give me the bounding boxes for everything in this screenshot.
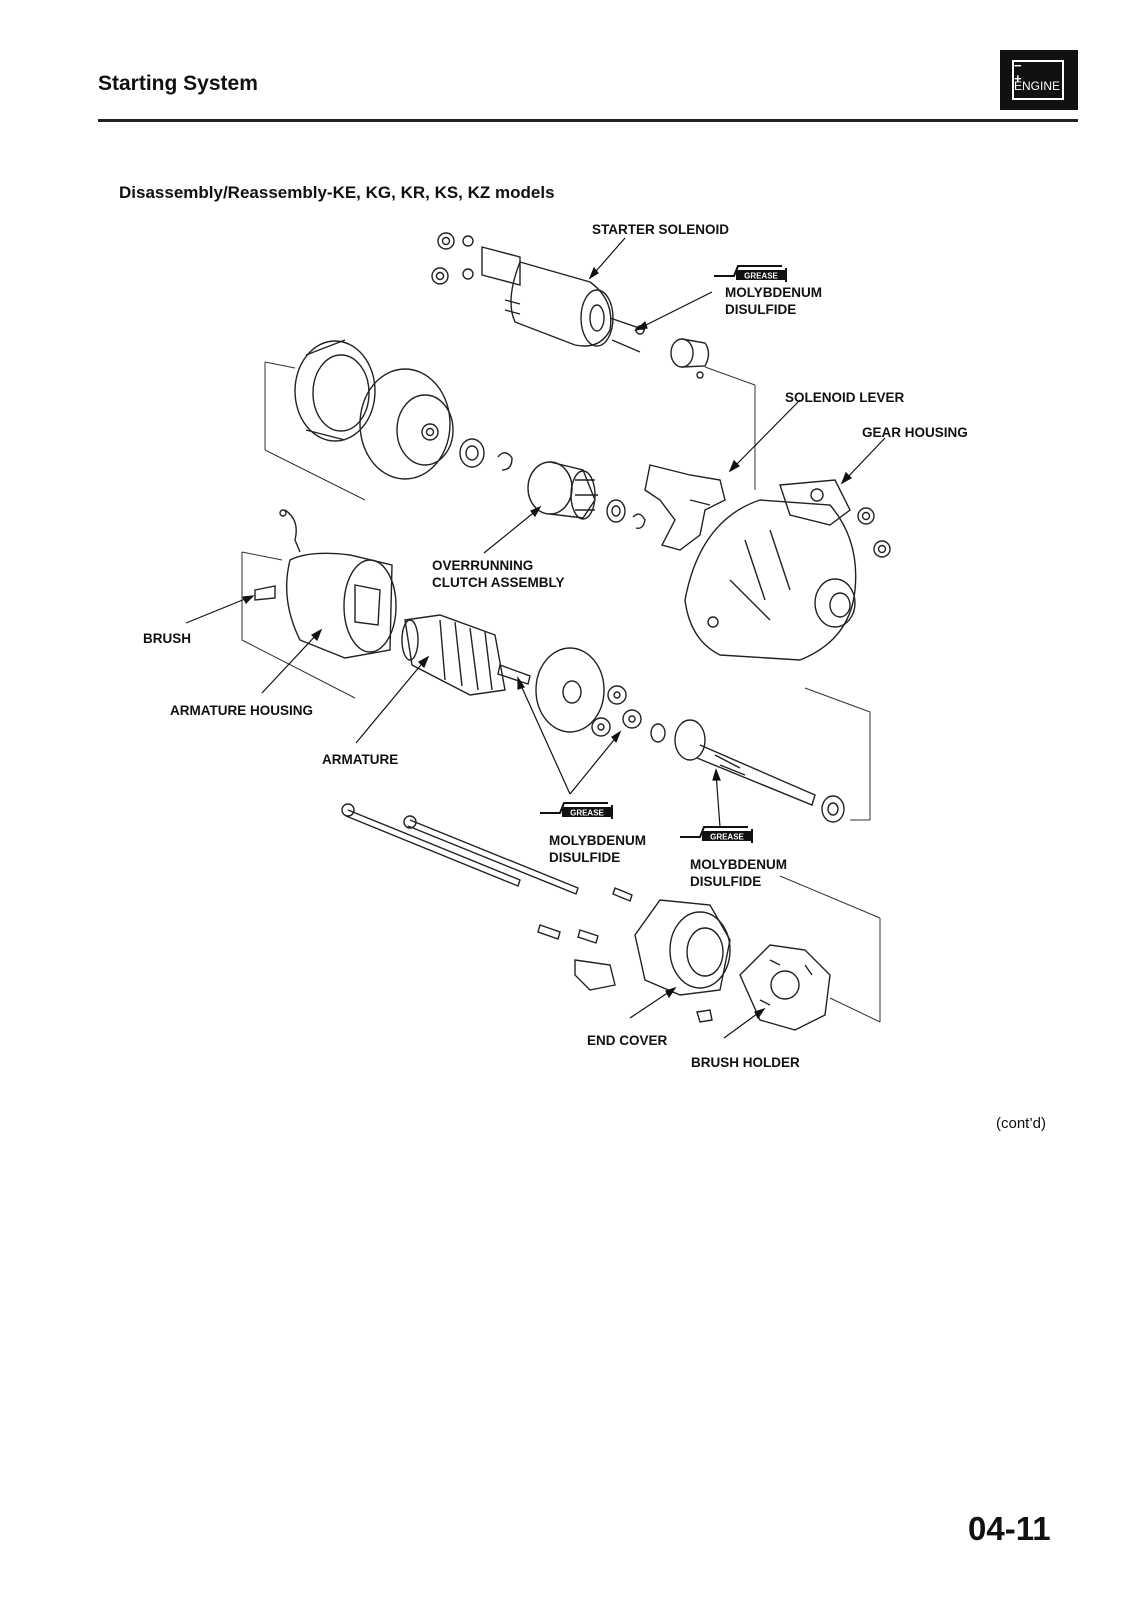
label-end-cover: END COVER <box>587 1033 668 1048</box>
solenoid-lever <box>644 464 726 551</box>
engine-badge-label: ENGINE <box>1014 79 1061 93</box>
battery-terminals: − + <box>1014 58 1042 86</box>
continued-note: (cont’d) <box>996 1115 1047 1132</box>
gear-housing-nuts <box>857 507 891 558</box>
front-cover <box>359 368 454 480</box>
grease-label: GREASE <box>744 272 778 281</box>
solenoid-plunger <box>670 338 710 379</box>
label-brush: BRUSH <box>143 631 192 646</box>
end-cover <box>634 899 731 996</box>
armature-housing <box>254 509 397 659</box>
label-disulfide-right: DISULFIDE <box>690 874 762 889</box>
label-starter-solenoid: STARTER SOLENOID <box>592 222 730 237</box>
label-clutch-assembly: CLUTCH ASSEMBLY <box>432 575 565 590</box>
label-molybdenum-top: MOLYBDENUM <box>725 285 823 300</box>
label-disulfide-top: DISULFIDE <box>725 302 797 317</box>
label-brush-holder: BRUSH HOLDER <box>691 1055 800 1070</box>
clutch-washers <box>606 499 646 530</box>
end-cover-bracket <box>574 959 616 991</box>
label-armature: ARMATURE <box>322 752 399 767</box>
label-molybdenum-mid: MOLYBDENUM <box>549 833 647 848</box>
page-title: Starting System <box>98 72 258 95</box>
label-molybdenum-right: MOLYBDENUM <box>690 857 788 872</box>
page-number: 04-11 <box>968 1510 1051 1547</box>
armature <box>401 614 531 696</box>
brush-holder <box>739 944 831 1031</box>
grease-tube-icon: GREASE <box>680 826 753 843</box>
rear-ring-housing <box>294 339 376 442</box>
grease-label: GREASE <box>570 809 604 818</box>
end-cover-screws <box>537 887 633 944</box>
grease-tube-icon: GREASE <box>540 802 613 819</box>
through-bolts <box>341 803 579 895</box>
label-gear-housing: GEAR HOUSING <box>862 425 968 440</box>
gear-plate <box>535 647 605 733</box>
output-shaft <box>650 719 845 823</box>
label-armature-housing: ARMATURE HOUSING <box>170 703 313 718</box>
label-solenoid-lever: SOLENOID LEVER <box>785 390 905 405</box>
gear-housing <box>684 479 857 661</box>
overrunning-clutch <box>527 461 598 520</box>
thrust-washer <box>459 438 485 468</box>
label-overrunning: OVERRUNNING <box>432 558 534 573</box>
battery-icon <box>1012 60 1064 100</box>
solenoid-nut-2 <box>431 267 474 285</box>
section-heading: Disassembly/Reassembly-KE, KG, KR, KS, K… <box>119 183 555 202</box>
snap-ring <box>497 452 513 471</box>
grease-label: GREASE <box>710 833 744 842</box>
planetary-gears <box>591 685 642 737</box>
solenoid-nut-1 <box>437 232 474 250</box>
grease-tube-icon: GREASE <box>714 265 787 282</box>
engine-badge: − + ENGINE <box>1000 50 1078 110</box>
brush-spring <box>696 1009 713 1023</box>
starter-solenoid <box>481 246 646 353</box>
label-disulfide-mid: DISULFIDE <box>549 850 621 865</box>
title-rule <box>98 119 1078 122</box>
